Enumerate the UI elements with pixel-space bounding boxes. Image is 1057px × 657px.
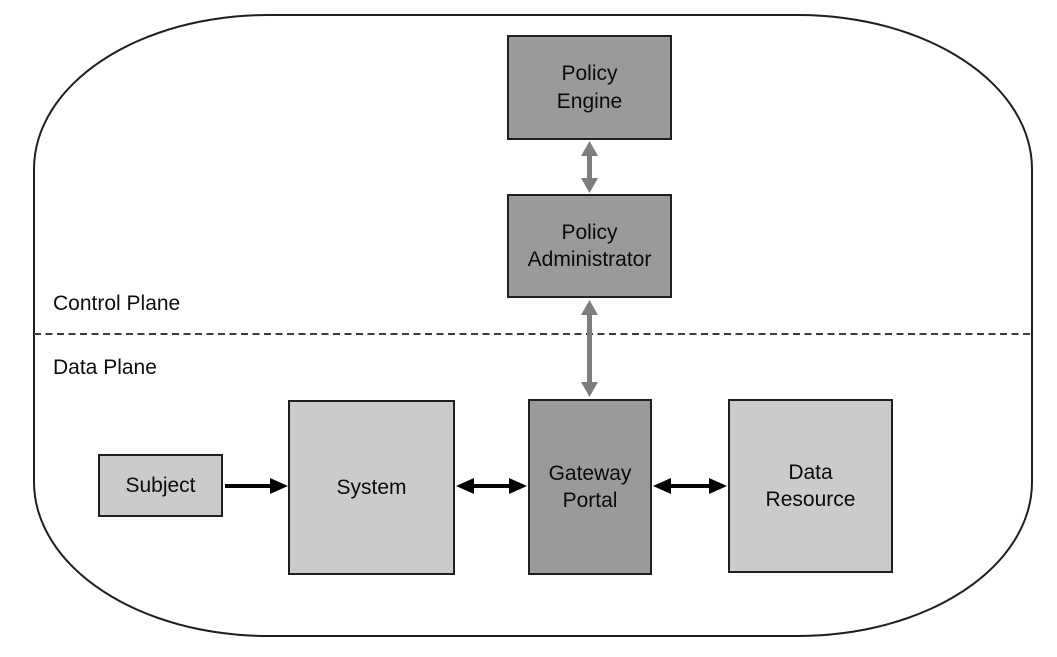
arrow-system-gateway-portal-head-left-icon [456, 478, 474, 494]
policy-administrator-box: Policy Administrator [507, 194, 672, 298]
data-resource-label: Data Resource [765, 460, 856, 511]
arrow-policy-engine-policy-administrator-head-down-icon [581, 178, 598, 193]
arrow-subject-system-head-right-icon [270, 478, 288, 494]
arrow-policy-engine-policy-administrator-head-up-icon [581, 141, 598, 156]
arrow-policy-administrator-gateway-portal-head-up-icon [581, 300, 598, 315]
subject-box: Subject [98, 454, 223, 517]
policy-administrator-label: Policy Administrator [527, 220, 652, 271]
gateway-portal-box: Gateway Portal [528, 399, 652, 575]
trust-boundary-outline [33, 14, 1033, 637]
arrow-gateway-portal-data-resource-head-left-icon [653, 478, 671, 494]
arrow-gateway-portal-data-resource-head-right-icon [709, 478, 727, 494]
arrow-system-gateway-portal-head-right-icon [509, 478, 527, 494]
gateway-portal-label: Gateway Portal [548, 461, 632, 512]
policy-engine-box: Policy Engine [507, 35, 672, 140]
data-plane-label: Data Plane [53, 356, 157, 379]
system-label: System [336, 475, 407, 499]
subject-label: Subject [125, 473, 196, 497]
system-box: System [288, 400, 455, 575]
control-plane-label: Control Plane [53, 292, 181, 315]
data-resource-box: Data Resource [728, 399, 893, 573]
arrow-policy-administrator-gateway-portal-head-down-icon [581, 382, 598, 397]
policy-engine-label: Policy Engine [556, 62, 623, 113]
